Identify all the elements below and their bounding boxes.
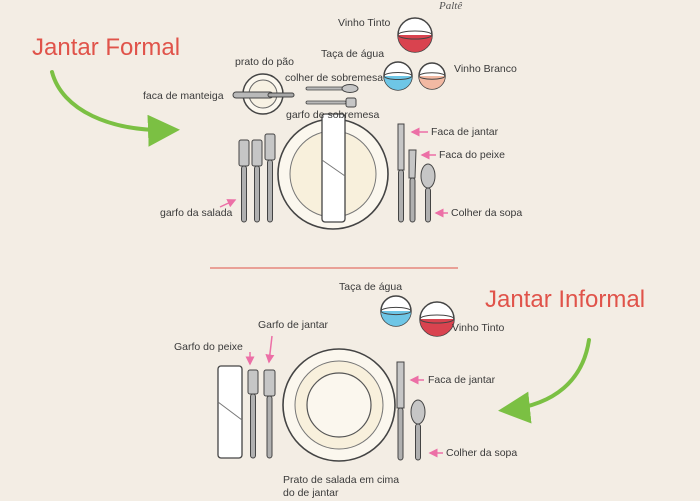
brand-logo: Paltê [439, 0, 463, 12]
label-red-wine-informal: Vinho Tinto [452, 322, 505, 334]
dinner-knife-informal [396, 361, 405, 461]
bread-plate [242, 73, 284, 115]
fish-fork-informal [247, 369, 259, 459]
label-dinner-knife-formal: Faca de jantar [431, 126, 499, 138]
label-soup-spoon-formal: Colher da sopa [451, 207, 523, 219]
green-arrow-informal [498, 338, 591, 424]
label-soup-spoon-informal: Colher da sopa [446, 447, 518, 459]
fork-left-3 [264, 133, 276, 223]
napkin-informal [217, 365, 243, 459]
fork-left-1 [238, 139, 250, 223]
label-water-glass-formal: Taça de água [321, 48, 385, 60]
fish-knife [408, 149, 417, 223]
label-dessert-fork: garfo de sobremesa [286, 109, 380, 121]
pointer-salad-fork [219, 199, 237, 208]
pointer-dinner-fork [265, 335, 275, 364]
green-arrow-formal [50, 70, 180, 147]
label-salad-fork: garfo da salada [160, 207, 233, 219]
label-fish-fork-informal: Garfo do peixe [174, 341, 243, 353]
fork-left-2 [251, 139, 263, 223]
dinner-knife-formal [397, 123, 405, 223]
label-butter-knife: faca de manteiga [143, 90, 224, 102]
title-informal: Jantar Informal [485, 286, 646, 313]
water-glass-formal [383, 61, 413, 91]
dinner-plate-informal [282, 348, 396, 462]
soup-spoon-informal [410, 399, 426, 461]
soup-spoon-formal [420, 163, 436, 223]
dinner-plate-formal [277, 113, 389, 230]
label-water-glass-informal: Taça de água [339, 281, 403, 293]
label-salad-plate: Prato de salada em cima do de jantar [283, 474, 400, 499]
label-bread-plate: prato do pão [235, 56, 294, 68]
butter-knife [232, 91, 295, 99]
label-red-wine-formal: Vinho Tinto [338, 17, 391, 29]
label-dessert-spoon: colher de sobremesa [285, 72, 384, 84]
dinner-fork-informal [263, 369, 276, 459]
red-wine-glass-informal [419, 301, 455, 337]
red-wine-glass-formal [397, 17, 433, 53]
label-white-wine: Vinho Branco [454, 63, 517, 75]
label-fish-knife: Faca do peixe [439, 149, 505, 161]
title-formal: Jantar Formal [32, 34, 181, 61]
water-glass-informal [380, 295, 412, 327]
label-dinner-fork-informal: Garfo de jantar [258, 319, 329, 331]
dessert-spoon [305, 84, 359, 93]
white-wine-glass-formal [418, 62, 446, 90]
label-dinner-knife-informal: Faca de jantar [428, 374, 496, 386]
dessert-fork [305, 97, 357, 108]
